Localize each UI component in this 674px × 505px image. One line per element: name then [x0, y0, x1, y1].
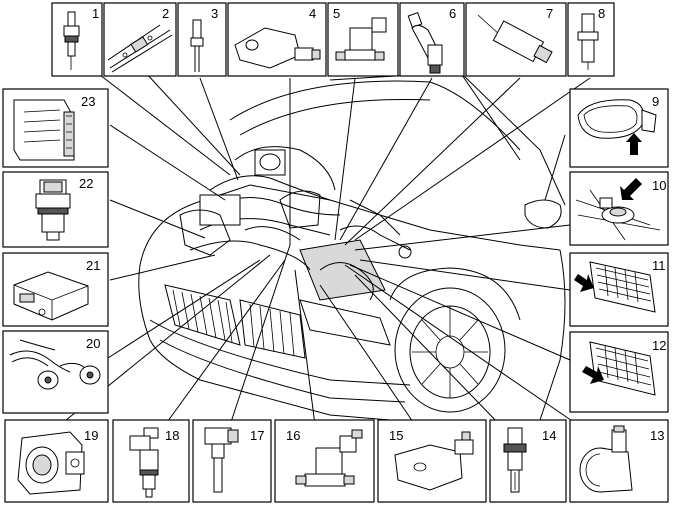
- svg-text:16: 16: [286, 428, 300, 443]
- callout-12: 12: [569, 331, 669, 413]
- arrow-up-icon: [626, 133, 642, 155]
- callout-23: 23: [2, 88, 109, 168]
- engine-control-module-part: [13, 99, 75, 161]
- svg-text:1: 1: [92, 6, 99, 21]
- sensor-lead-part: [190, 19, 204, 72]
- callout-4: 4: [227, 2, 327, 77]
- callout-8: 8: [567, 2, 615, 77]
- air-mass-meter-part: [579, 425, 633, 493]
- svg-text:21: 21: [86, 258, 100, 273]
- door-mirror-part: [577, 99, 657, 139]
- svg-text:14: 14: [542, 428, 556, 443]
- svg-text:5: 5: [333, 6, 340, 21]
- callout-2: 2: [103, 2, 177, 77]
- callout-13: 13: [569, 419, 669, 503]
- callout-21: 21: [2, 252, 109, 327]
- callout-10: 10: [569, 171, 669, 246]
- control-module-connector-part: [589, 261, 656, 313]
- svg-text:6: 6: [449, 6, 456, 21]
- throttle-actuator-part: [234, 27, 321, 69]
- callout-9: 9: [569, 88, 669, 168]
- arrow-right-icon: [574, 274, 594, 292]
- callout-14: 14: [489, 419, 567, 503]
- svg-text:4: 4: [309, 6, 316, 21]
- callout-11: 11: [569, 252, 669, 327]
- callout-5: 5: [327, 2, 399, 77]
- arrow-right-icon-2: [582, 366, 604, 384]
- svg-text:23: 23: [81, 94, 95, 109]
- pressure-sensor-part: [394, 431, 474, 491]
- callout-19: 19: [4, 419, 109, 503]
- sender-unit-part: [577, 13, 599, 70]
- callout-15: 15: [377, 419, 487, 503]
- callout-7: 7: [465, 2, 567, 77]
- car-engine-bay-illustration: [138, 71, 566, 421]
- fuel-injector-part: [129, 427, 159, 498]
- evap-valve-part: [295, 429, 363, 487]
- throttle-body-part: [17, 431, 85, 495]
- callout-16: 16: [274, 419, 375, 503]
- svg-text:19: 19: [84, 428, 98, 443]
- svg-text:13: 13: [650, 428, 664, 443]
- svg-text:15: 15: [389, 428, 403, 443]
- arrow-down-left-icon: [620, 178, 642, 200]
- svg-text:2: 2: [162, 6, 169, 21]
- svg-text:3: 3: [211, 6, 218, 21]
- svg-text:8: 8: [598, 6, 605, 21]
- svg-text:20: 20: [86, 336, 100, 351]
- svg-text:10: 10: [652, 178, 666, 193]
- svg-text:11: 11: [652, 258, 666, 273]
- cylinder-component-part: [477, 14, 553, 64]
- svg-text:12: 12: [652, 338, 666, 353]
- temperature-sender-part: [63, 11, 80, 70]
- control-unit-part: [13, 271, 89, 321]
- position-sensor-part: [407, 12, 443, 74]
- ignition-coil-part: [204, 427, 239, 493]
- callout-3: 3: [177, 2, 227, 77]
- pressure-switch-part: [35, 179, 71, 241]
- callout-20: 20: [2, 330, 109, 414]
- solenoid-valve-part: [335, 17, 387, 61]
- svg-text:9: 9: [652, 94, 659, 109]
- callout-6: 6: [399, 2, 465, 77]
- svg-text:18: 18: [165, 428, 179, 443]
- callout-18: 18: [112, 419, 190, 503]
- svg-text:17: 17: [250, 428, 264, 443]
- control-module-connector-part-2: [589, 341, 656, 396]
- wiring-clip-part: [107, 24, 173, 73]
- knock-sensor-part: [9, 339, 101, 390]
- callout-17: 17: [192, 419, 272, 503]
- mounted-sensor-part: [575, 189, 661, 241]
- callout-22: 22: [2, 171, 109, 248]
- svg-text:7: 7: [546, 6, 553, 21]
- svg-text:22: 22: [79, 176, 93, 191]
- temperature-sensor-part: [503, 427, 527, 493]
- callout-1: 1: [51, 2, 103, 77]
- leader-lines: [59, 71, 591, 426]
